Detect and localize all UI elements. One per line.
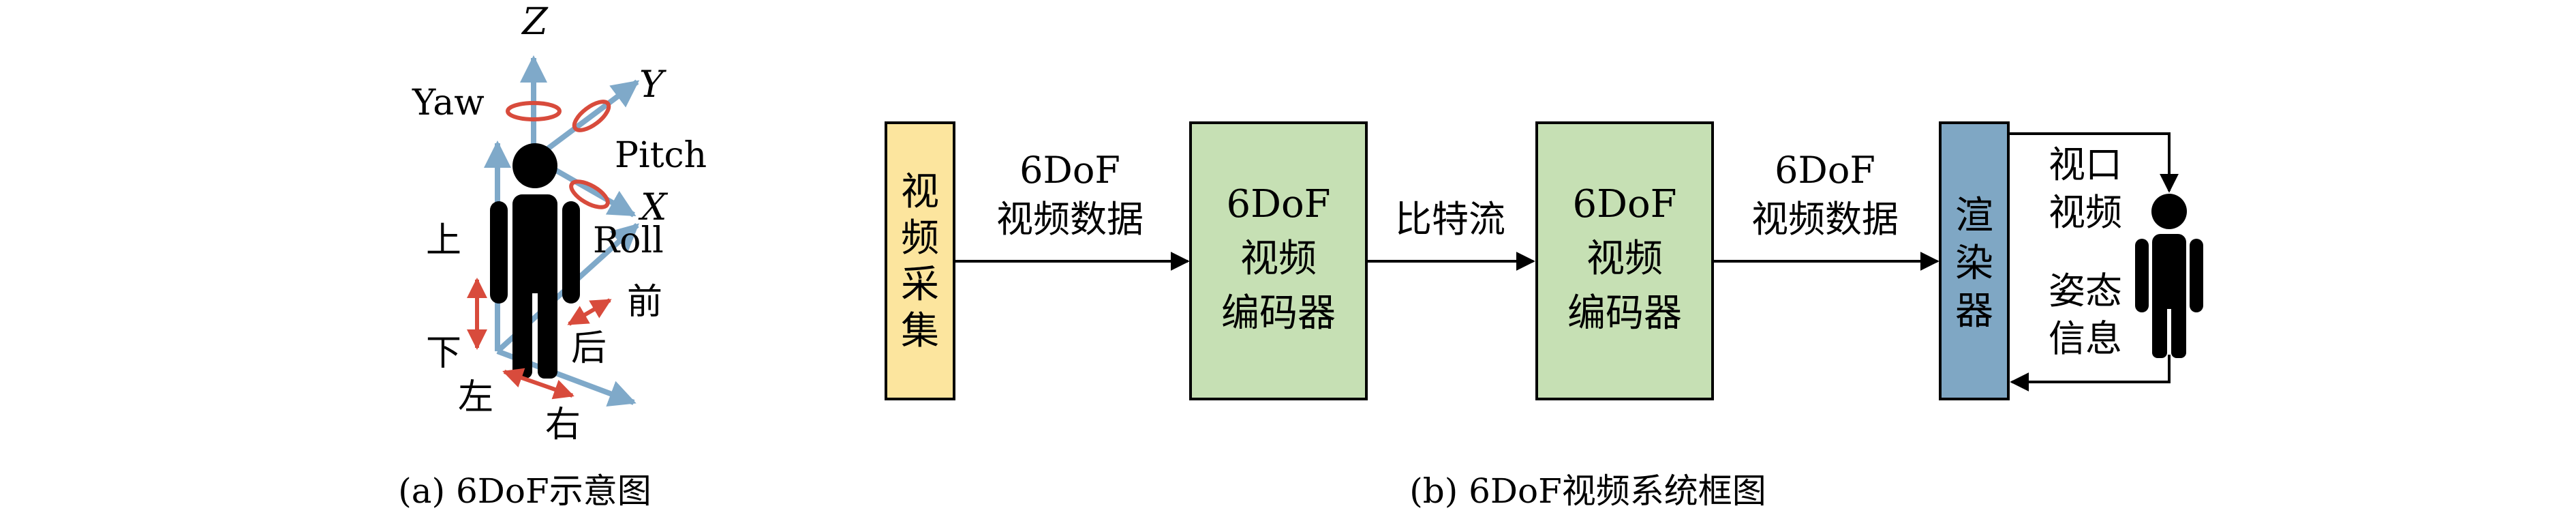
viewer-icon [2135,194,2203,358]
encoder2-line2: 视频 [1586,237,1663,281]
yaw-label: Yaw [412,83,485,123]
pitch-label: Pitch [615,135,707,176]
edge3-label-line2: 视频数据 [1751,198,1899,241]
encoder1-line1: 6DoF [1226,182,1330,226]
left-right-arrow [502,368,574,400]
x-axis-label: X [638,186,669,228]
edge1-label-line1: 6DoF [1019,149,1120,192]
viewport-label-line1: 视口 [2049,143,2122,186]
y-axis-label: Y [639,63,666,106]
viewport-label-line2: 视频 [2049,191,2122,234]
z-axis-label: Z [521,0,549,43]
yaw-rotation-icon [506,101,562,121]
capture-char-1: 视 [901,170,939,214]
translation-arrows [467,278,612,400]
capture-char-3: 采 [901,263,939,307]
capture-char-2: 频 [901,216,939,261]
renderer-block: 渲 染 器 [1939,121,2010,400]
person-icon [490,143,580,379]
right-label: 右 [545,404,581,445]
pose-label-line1: 姿态 [2049,269,2122,312]
down-label: 下 [426,333,461,374]
pose-path [2010,355,2171,392]
back-label: 后 [571,328,607,369]
panel-a: Z Y X Yaw Pitch Roll 上 下 前 后 左 右 (a) 6Do… [398,0,707,511]
pitch-rotation-icon [572,100,611,132]
edge1-label-line2: 视频数据 [996,198,1144,241]
up-label: 上 [426,220,461,261]
panel-b: 视 频 采 集 6DoF 视频数据 6DoF 视频 编码器 比特流 6DoF 视… [885,121,2203,511]
capture-block: 视 频 采 集 [885,121,955,400]
caption-b: (b) 6DoF视频系统框图 [1409,471,1766,511]
encoder2-line3: 编码器 [1567,291,1682,336]
y-axis [533,79,640,161]
renderer-char-1: 渲 [1955,194,1993,238]
encoder1-line3: 编码器 [1221,291,1336,336]
edge3-label-line1: 6DoF [1775,149,1875,192]
encoder1-block: 6DoF 视频 编码器 [1189,121,1368,400]
left-label: 左 [458,377,493,418]
encoder2-line1: 6DoF [1572,182,1676,226]
encoder2-block: 6DoF 视频 编码器 [1535,121,1714,400]
capture-char-4: 集 [901,309,939,353]
encoder1-line2: 视频 [1240,237,1317,281]
rotation-arrows [506,100,611,209]
front-label: 前 [627,282,662,323]
caption-a: (a) 6DoF示意图 [398,471,651,511]
viewport-path [2008,132,2179,193]
pose-label-line2: 信息 [2049,317,2122,360]
edge2-label: 比特流 [1395,198,1505,241]
roll-rotation-icon [569,179,610,209]
renderer-char-2: 染 [1955,241,1993,286]
front-back-arrow [567,298,612,326]
roll-label: Roll [593,220,664,261]
renderer-char-3: 器 [1955,289,1993,334]
